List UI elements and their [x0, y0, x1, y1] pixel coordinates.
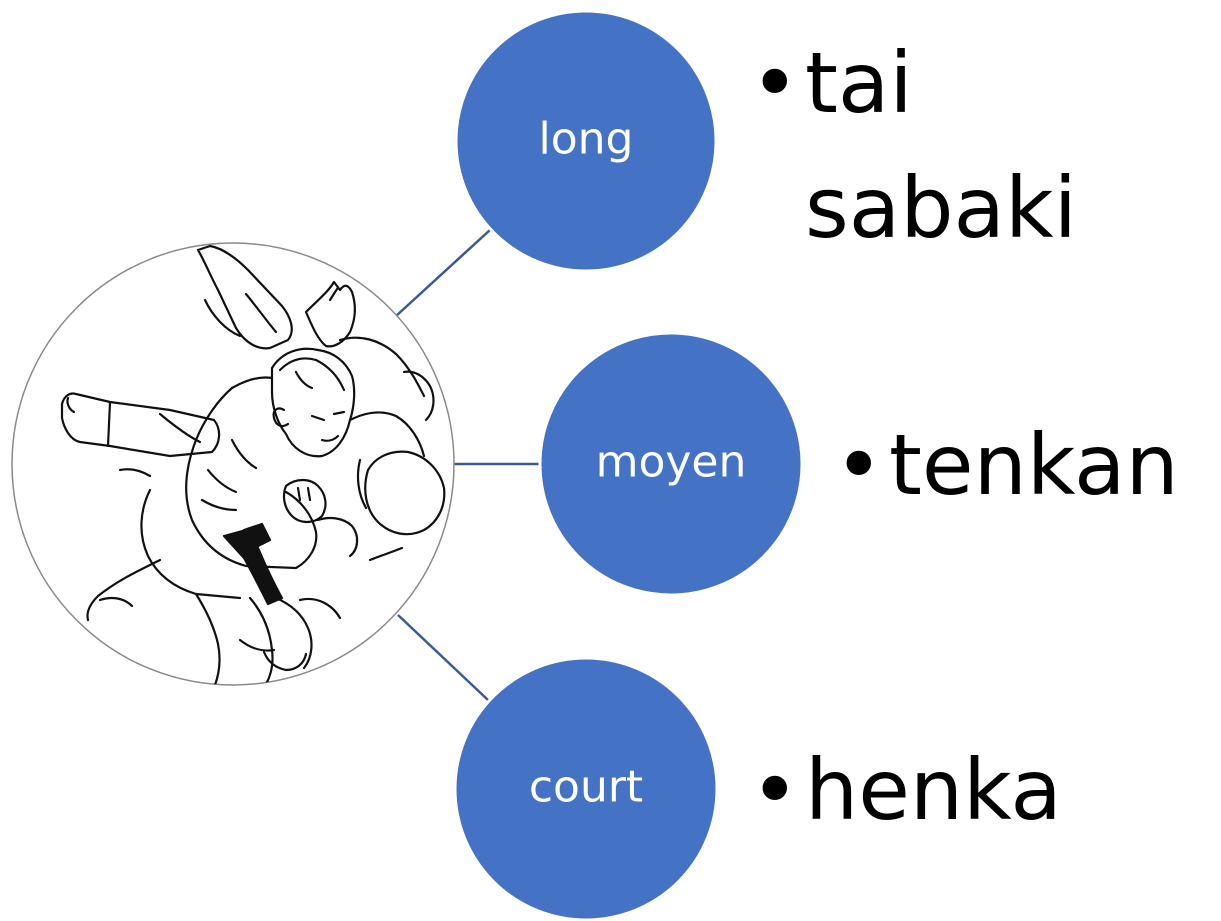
node-moyen-bullets: • tenkan [834, 416, 1179, 514]
node-court-bullets: • henka [750, 741, 1062, 839]
bullet-moyen-item-1: tenkan [889, 416, 1179, 514]
bullet-long: • [750, 34, 800, 132]
center-image [11, 242, 455, 686]
bullet-moyen: • [834, 416, 884, 514]
connector-court [397, 614, 489, 701]
node-long-circle [454, 9, 718, 273]
node-moyen-circle [538, 331, 804, 597]
bullet-long-item-1: tai [805, 34, 913, 132]
node-moyen-label: moyen [596, 437, 747, 488]
node-long: long [454, 9, 718, 273]
judo-throw-illustration-icon [60, 244, 446, 685]
bullet-court-item-1: henka [805, 741, 1062, 839]
bullet-long-item-2: sabaki [805, 159, 1077, 257]
bullet-court: • [750, 741, 800, 839]
connector-long [395, 229, 491, 317]
node-long-bullets: • tai sabaki [750, 34, 1077, 257]
node-long-label: long [539, 114, 634, 165]
node-moyen: moyen [538, 331, 804, 597]
node-court-label: court [529, 762, 643, 813]
node-court-circle [453, 656, 719, 921]
node-court: court [453, 656, 719, 921]
